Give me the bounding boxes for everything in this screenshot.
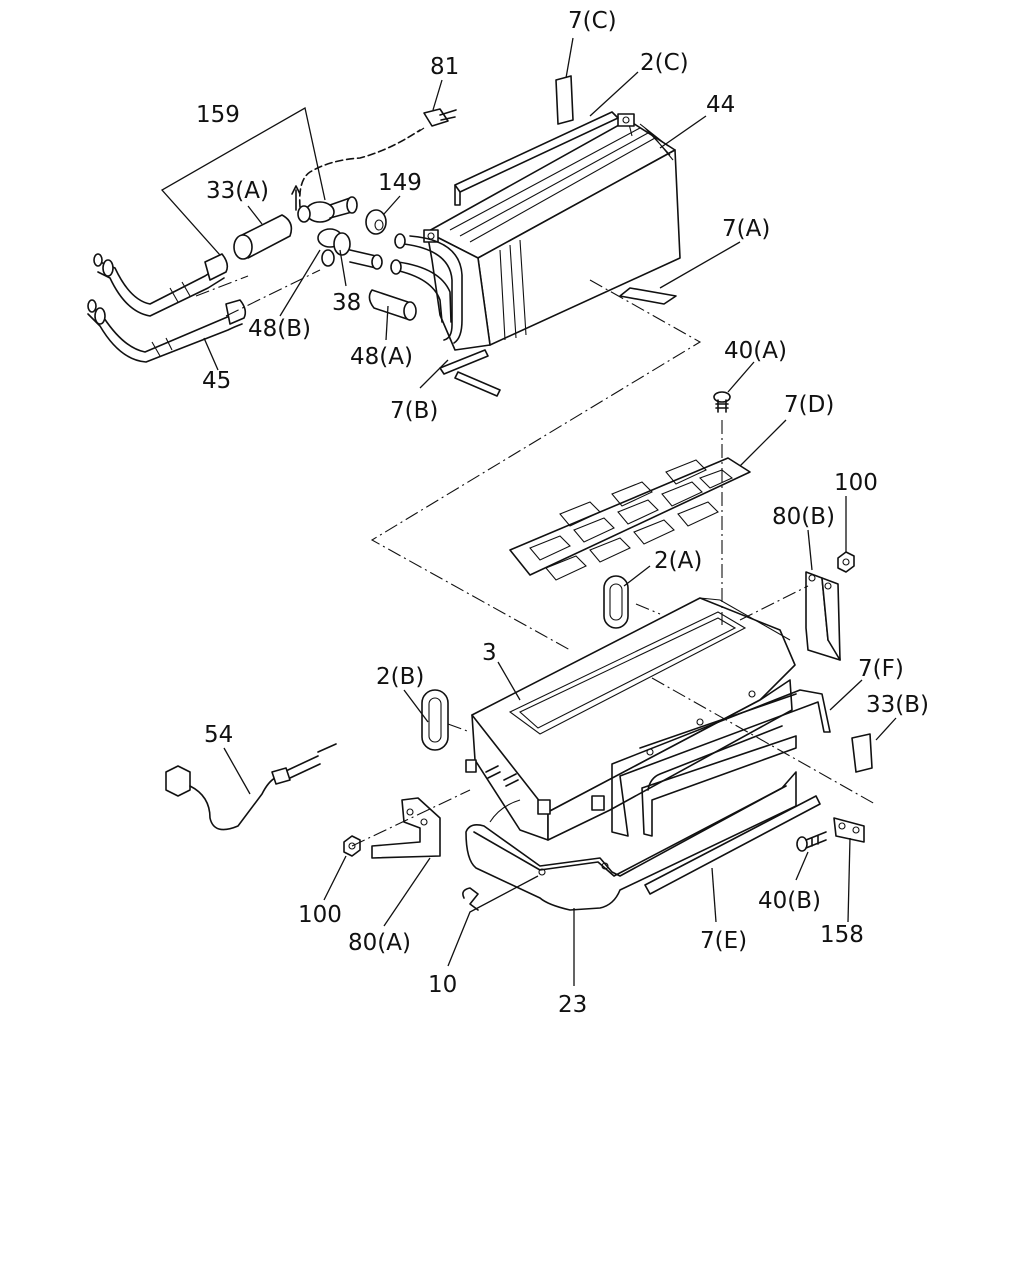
callout-159: 159 xyxy=(196,102,240,128)
callout-81: 81 xyxy=(430,54,459,80)
callout-100-left: 100 xyxy=(298,902,342,928)
clip-81 xyxy=(417,108,457,133)
callout-7d: 7(D) xyxy=(784,392,834,418)
grille-pad-7d xyxy=(509,457,751,581)
thermo-sensor-54 xyxy=(165,743,337,831)
plate-158 xyxy=(833,817,865,843)
callout-80b: 80(B) xyxy=(772,504,835,530)
callout-54: 54 xyxy=(204,722,233,748)
callout-7e: 7(E) xyxy=(700,928,747,954)
callout-40b: 40(B) xyxy=(758,888,821,914)
callout-38: 38 xyxy=(332,290,361,316)
screw-40a xyxy=(713,391,731,413)
pad-7c xyxy=(555,75,574,125)
callout-48b: 48(B) xyxy=(248,316,311,342)
callout-10: 10 xyxy=(428,972,457,998)
callout-23: 23 xyxy=(558,992,587,1018)
strip-7e xyxy=(644,795,821,895)
callout-33b: 33(B) xyxy=(866,692,929,718)
expansion-valve-assembly xyxy=(291,129,421,270)
pad-33b xyxy=(851,733,873,773)
callout-80a: 80(A) xyxy=(348,930,411,956)
evaporator-case xyxy=(465,597,831,841)
callout-40a: 40(A) xyxy=(724,338,787,364)
callout-158: 158 xyxy=(820,922,864,948)
callout-2a: 2(A) xyxy=(654,548,702,574)
callout-2b: 2(B) xyxy=(376,664,424,690)
nut-100-right xyxy=(837,551,855,573)
callout-7f: 7(F) xyxy=(858,656,904,682)
fitting-149 xyxy=(365,209,387,235)
pipe-45 xyxy=(87,299,247,363)
callout-3: 3 xyxy=(482,640,497,666)
callout-45: 45 xyxy=(202,368,231,394)
strip-7f xyxy=(641,735,797,837)
callout-7a: 7(A) xyxy=(722,216,770,242)
callout-2c: 2(C) xyxy=(640,50,689,76)
sleeve-33a xyxy=(233,214,293,260)
sleeve-48a xyxy=(368,289,417,321)
callout-33a: 33(A) xyxy=(206,178,269,204)
pipe-159 xyxy=(93,253,229,317)
bracket-80a xyxy=(371,797,441,859)
ring-seal-2a xyxy=(603,575,629,629)
callout-7b: 7(B) xyxy=(390,398,438,424)
clip-10 xyxy=(462,887,479,911)
bracket-80b xyxy=(805,571,841,661)
callout-44: 44 xyxy=(706,92,735,118)
drain-pan xyxy=(465,771,797,911)
callout-7c: 7(C) xyxy=(568,8,617,34)
callout-100-right: 100 xyxy=(834,470,878,496)
ring-seal-2b xyxy=(421,689,449,751)
callout-48a: 48(A) xyxy=(350,344,413,370)
pad-7a xyxy=(619,287,677,305)
evaporator-core xyxy=(390,113,681,351)
seal-strip-2c xyxy=(454,111,619,206)
pad-7b xyxy=(439,349,501,397)
callout-149: 149 xyxy=(378,170,422,196)
screw-40b xyxy=(796,831,827,852)
